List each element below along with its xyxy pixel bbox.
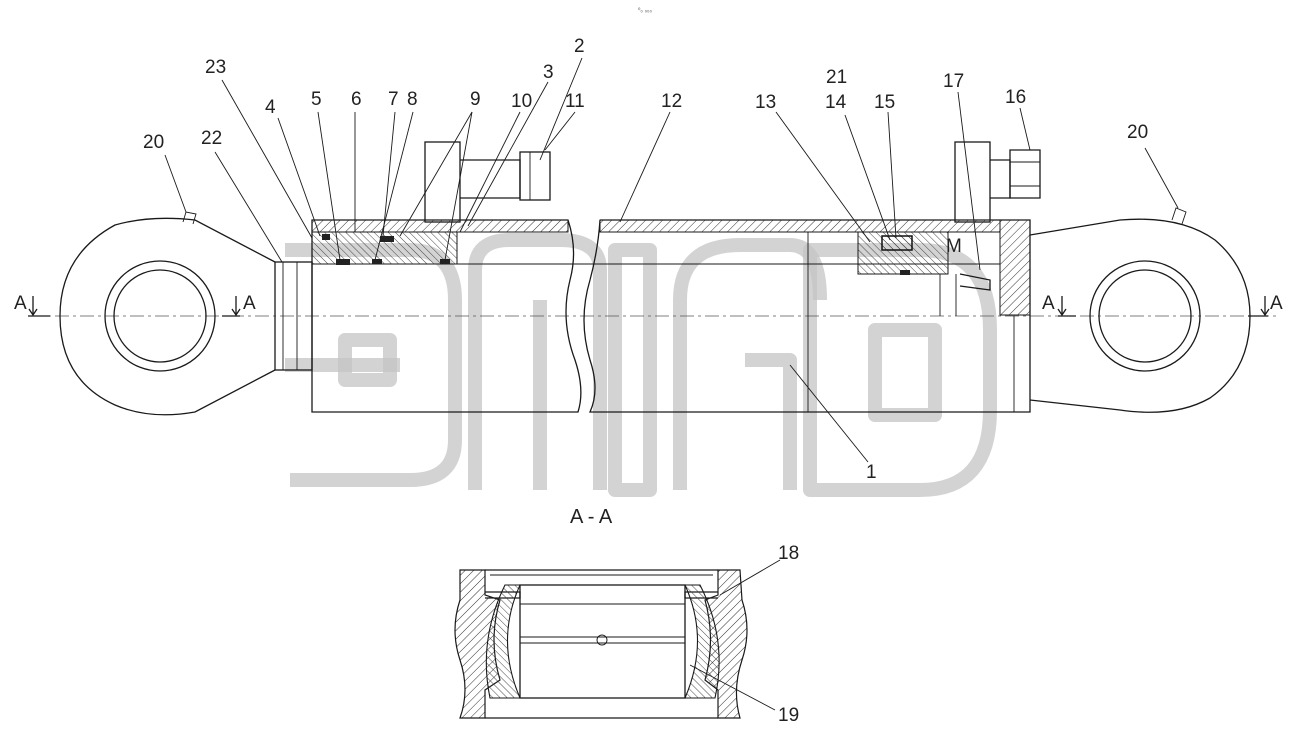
label-1: 1 [866, 462, 877, 483]
label-3: 3 [543, 62, 554, 83]
label-14: 14 [825, 92, 847, 113]
svg-text:A: A [1042, 293, 1055, 314]
label-15: 15 [874, 92, 895, 113]
label-22: 22 [201, 128, 222, 149]
callout-labels: 23 22 20 4 5 6 7 8 9 10 3 2 11 12 13 21 … [143, 36, 1148, 726]
section-title: A - A [570, 506, 613, 528]
svg-text:A: A [243, 293, 256, 314]
label-8: 8 [407, 89, 418, 110]
section-marks: A A A A [14, 293, 1283, 317]
label-17: 17 [943, 71, 964, 92]
header-mark: ⁰₀ ₀₀₀ [638, 7, 653, 14]
label-9: 9 [470, 89, 481, 110]
left-port-fitting [424, 141, 551, 223]
svg-text:A: A [1270, 293, 1283, 314]
right-rod-eye [1029, 207, 1251, 413]
label-23: 23 [205, 57, 226, 78]
section-a-a-view [454, 569, 748, 719]
label-21: 21 [826, 67, 847, 88]
label-20-right: 20 [1127, 122, 1148, 143]
label-10: 10 [511, 91, 532, 112]
label-16: 16 [1005, 87, 1026, 108]
watermark-logo [285, 233, 997, 497]
label-4: 4 [265, 97, 276, 118]
leader-lines [164, 57, 1179, 711]
label-5: 5 [311, 89, 322, 110]
cylinder-body [311, 219, 1031, 413]
label-6: 6 [351, 89, 362, 110]
label-18: 18 [778, 543, 799, 564]
label-7: 7 [388, 89, 399, 110]
right-port-fitting [954, 141, 1041, 223]
label-12: 12 [661, 91, 682, 112]
left-rod-eye [59, 211, 276, 416]
label-19: 19 [778, 705, 799, 726]
label-2: 2 [574, 36, 585, 57]
label-11: 11 [565, 91, 585, 112]
label-20-left: 20 [143, 132, 164, 153]
label-13: 13 [755, 92, 776, 113]
label-m: M [946, 236, 962, 257]
svg-text:A: A [14, 293, 27, 314]
